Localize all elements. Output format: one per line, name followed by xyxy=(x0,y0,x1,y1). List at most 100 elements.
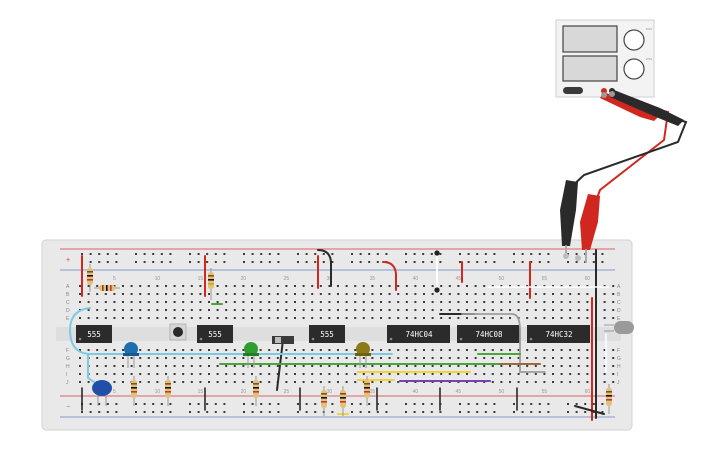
terminal-hole[interactable] xyxy=(466,365,468,367)
terminal-hole[interactable] xyxy=(87,293,90,295)
rail-hole[interactable] xyxy=(376,411,379,413)
terminal-hole[interactable] xyxy=(371,309,374,311)
terminal-hole[interactable] xyxy=(311,365,314,367)
terminal-hole[interactable] xyxy=(113,309,116,311)
terminal-hole[interactable] xyxy=(113,381,116,383)
push-button[interactable] xyxy=(169,323,187,341)
rail-hole[interactable] xyxy=(214,253,217,255)
terminal-hole[interactable] xyxy=(113,349,116,351)
rail-hole[interactable] xyxy=(351,261,353,263)
terminal-hole[interactable] xyxy=(448,373,451,375)
terminal-hole[interactable] xyxy=(569,381,572,383)
voltage-knob[interactable] xyxy=(623,29,645,51)
terminal-hole[interactable] xyxy=(380,301,382,303)
terminal-hole[interactable] xyxy=(311,357,314,359)
terminal-hole[interactable] xyxy=(362,317,365,319)
terminal-hole[interactable] xyxy=(251,381,253,383)
terminal-hole[interactable] xyxy=(130,301,133,303)
rail-hole[interactable] xyxy=(89,411,92,413)
terminal-hole[interactable] xyxy=(268,365,271,367)
terminal-hole[interactable] xyxy=(311,293,314,295)
terminal-hole[interactable] xyxy=(302,285,305,287)
rail-hole[interactable] xyxy=(106,403,109,405)
terminal-hole[interactable] xyxy=(509,349,511,351)
terminal-hole[interactable] xyxy=(500,317,503,319)
terminal-hole[interactable] xyxy=(371,317,374,319)
terminal-hole[interactable] xyxy=(603,349,606,351)
rail-hole[interactable] xyxy=(521,411,524,413)
terminal-hole[interactable] xyxy=(560,373,563,375)
terminal-hole[interactable] xyxy=(225,285,228,287)
terminal-hole[interactable] xyxy=(225,301,228,303)
rail-hole[interactable] xyxy=(405,253,407,255)
terminal-hole[interactable] xyxy=(483,365,486,367)
terminal-hole[interactable] xyxy=(130,317,133,319)
terminal-hole[interactable] xyxy=(130,285,133,287)
terminal-hole[interactable] xyxy=(483,293,486,295)
terminal-hole[interactable] xyxy=(500,293,503,295)
chip-555-2[interactable]: 555 xyxy=(197,325,233,343)
terminal-hole[interactable] xyxy=(96,357,99,359)
terminal-hole[interactable] xyxy=(104,373,107,375)
terminal-hole[interactable] xyxy=(560,381,563,383)
terminal-hole[interactable] xyxy=(294,285,296,287)
terminal-hole[interactable] xyxy=(431,373,434,375)
terminal-hole[interactable] xyxy=(405,285,408,287)
terminal-hole[interactable] xyxy=(259,373,262,375)
terminal-hole[interactable] xyxy=(79,373,81,375)
terminal-hole[interactable] xyxy=(328,357,331,359)
rail-hole[interactable] xyxy=(459,253,461,255)
terminal-hole[interactable] xyxy=(302,349,305,351)
terminal-hole[interactable] xyxy=(225,317,228,319)
terminal-hole[interactable] xyxy=(569,349,572,351)
terminal-hole[interactable] xyxy=(276,293,279,295)
terminal-hole[interactable] xyxy=(242,293,245,295)
terminal-hole[interactable] xyxy=(491,285,494,287)
terminal-hole[interactable] xyxy=(345,293,348,295)
terminal-hole[interactable] xyxy=(139,365,142,367)
rail-hole[interactable] xyxy=(521,403,524,405)
terminal-hole[interactable] xyxy=(319,365,322,367)
terminal-hole[interactable] xyxy=(397,349,400,351)
rail-hole[interactable] xyxy=(493,253,496,255)
terminal-hole[interactable] xyxy=(483,301,486,303)
rail-hole[interactable] xyxy=(322,261,325,263)
terminal-hole[interactable] xyxy=(87,309,90,311)
terminal-hole[interactable] xyxy=(268,309,271,311)
terminal-hole[interactable] xyxy=(268,317,271,319)
terminal-hole[interactable] xyxy=(500,365,503,367)
terminal-hole[interactable] xyxy=(423,285,425,287)
chip-74hc04[interactable]: 74HC04 xyxy=(387,325,450,343)
terminal-hole[interactable] xyxy=(509,309,511,311)
rail-hole[interactable] xyxy=(430,403,433,405)
terminal-hole[interactable] xyxy=(156,317,159,319)
terminal-hole[interactable] xyxy=(285,349,288,351)
terminal-hole[interactable] xyxy=(199,373,202,375)
terminal-hole[interactable] xyxy=(199,349,202,351)
terminal-hole[interactable] xyxy=(165,285,167,287)
rail-hole[interactable] xyxy=(476,411,479,413)
terminal-hole[interactable] xyxy=(122,309,124,311)
terminal-hole[interactable] xyxy=(294,349,296,351)
terminal-hole[interactable] xyxy=(276,317,279,319)
terminal-hole[interactable] xyxy=(216,301,219,303)
rail-hole[interactable] xyxy=(538,403,541,405)
terminal-hole[interactable] xyxy=(113,301,116,303)
terminal-hole[interactable] xyxy=(294,381,296,383)
terminal-hole[interactable] xyxy=(147,357,150,359)
terminal-hole[interactable] xyxy=(534,317,537,319)
terminal-hole[interactable] xyxy=(311,301,314,303)
terminal-hole[interactable] xyxy=(457,285,460,287)
terminal-hole[interactable] xyxy=(276,349,279,351)
rail-hole[interactable] xyxy=(538,253,541,255)
terminal-hole[interactable] xyxy=(311,349,314,351)
terminal-hole[interactable] xyxy=(603,293,606,295)
terminal-hole[interactable] xyxy=(543,285,546,287)
terminal-hole[interactable] xyxy=(526,365,529,367)
rail-hole[interactable] xyxy=(260,253,263,255)
rail-hole[interactable] xyxy=(268,403,271,405)
rail-hole[interactable] xyxy=(575,411,578,413)
rail-hole[interactable] xyxy=(98,403,101,405)
terminal-hole[interactable] xyxy=(130,293,133,295)
rail-hole[interactable] xyxy=(152,253,155,255)
